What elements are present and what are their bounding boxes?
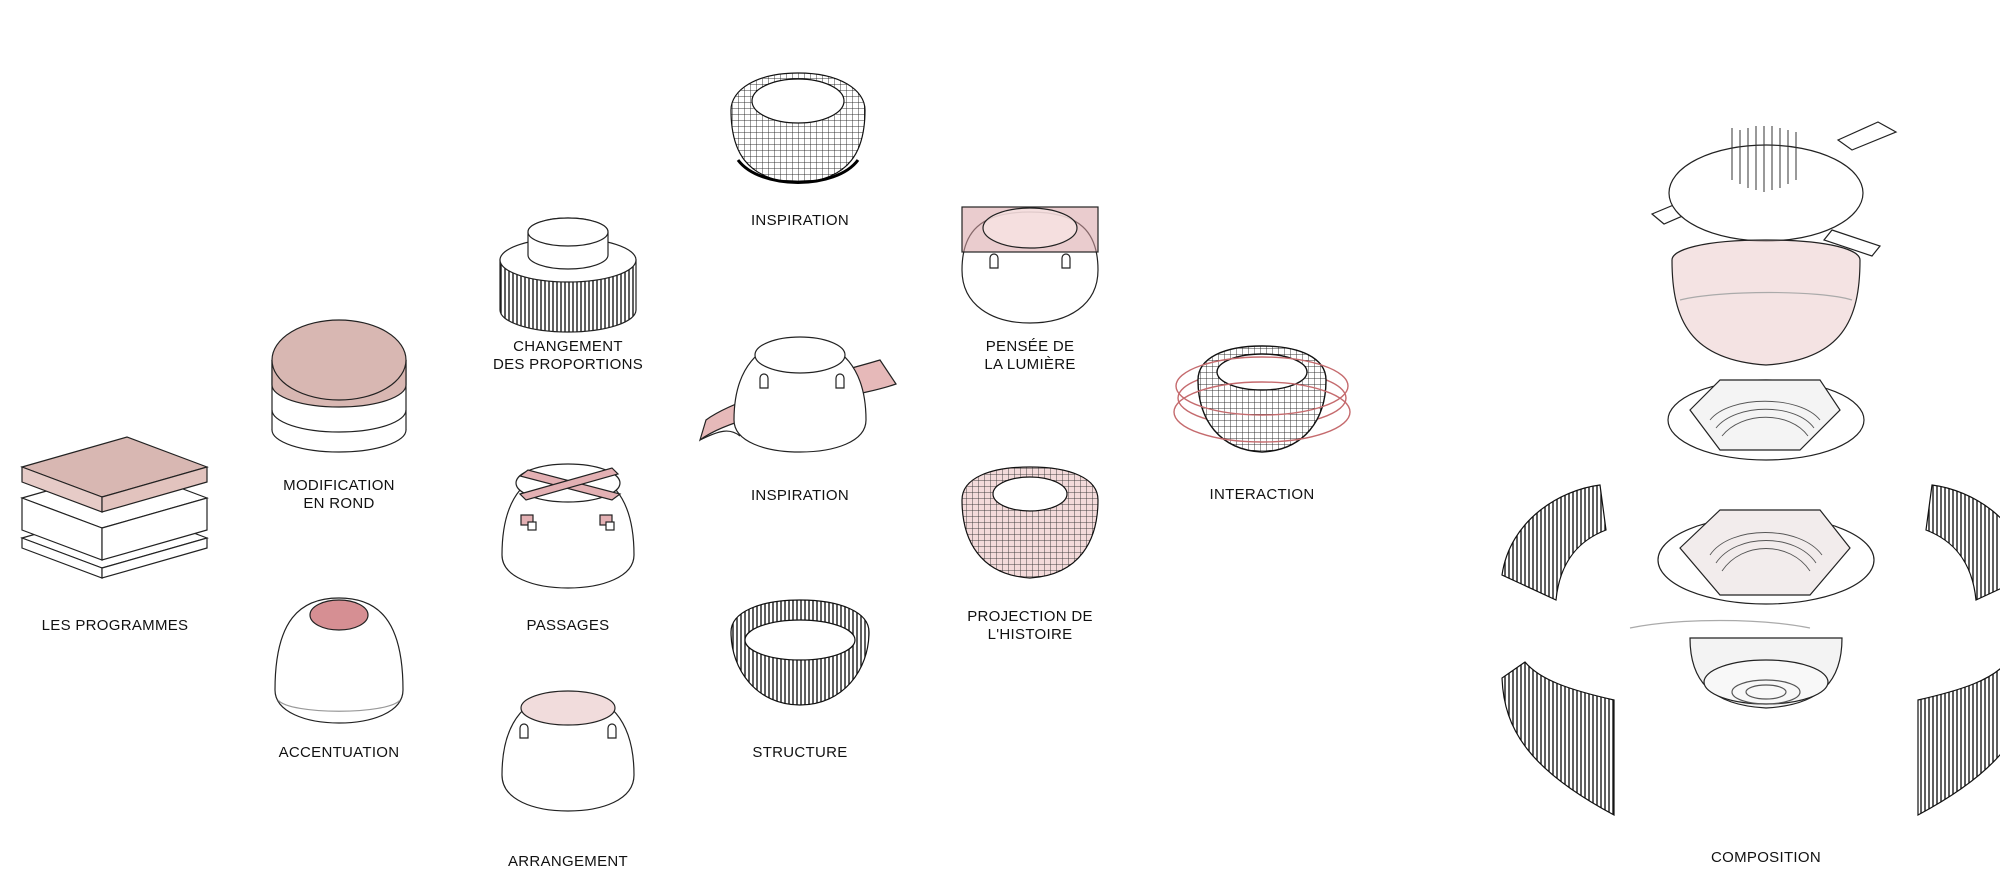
label-inspiration-mid: INSPIRATION <box>680 487 920 505</box>
label-accentuation-text: ACCENTUATION <box>278 744 400 761</box>
inspiration-grid-dome-figure <box>730 72 866 184</box>
inspiration-ribbon-dome-figure <box>698 336 897 453</box>
label-modification-line2: EN ROND <box>303 495 375 512</box>
label-inspiration-top-text: INSPIRATION <box>750 212 850 229</box>
modification-cylinder-figure <box>271 319 407 453</box>
composition-exploded-figure <box>1501 121 2000 817</box>
label-projection-line1: PROJECTION DE <box>967 608 1093 625</box>
label-composition: COMPOSITION <box>1646 849 1886 867</box>
label-structure-text: STRUCTURE <box>752 744 848 761</box>
label-passages: PASSAGES <box>448 617 688 635</box>
label-modification: MODIFICATION EN ROND <box>219 477 459 513</box>
label-changement-line1: CHANGEMENT <box>513 338 623 355</box>
label-modification-line1: MODIFICATION <box>283 477 395 494</box>
label-pensee-line1: PENSÉE DE <box>985 338 1075 355</box>
label-inspiration-top: INSPIRATION <box>680 212 920 230</box>
label-arrangement-text: ARRANGEMENT <box>508 853 628 870</box>
interaction-ring-figure <box>1173 345 1351 453</box>
programmes-stack-figure <box>20 436 209 579</box>
projection-grid-dome-figure <box>961 466 1099 579</box>
label-accentuation: ACCENTUATION <box>219 744 459 762</box>
label-passages-text: PASSAGES <box>526 617 610 634</box>
label-interaction: INTERACTION <box>1142 486 1382 504</box>
label-changement-line2: DES PROPORTIONS <box>492 356 644 373</box>
structure-ring-figure <box>730 599 870 706</box>
label-pensee: PENSÉE DE LA LUMIÈRE <box>910 338 1150 374</box>
label-projection-line2: L'HISTOIRE <box>987 626 1073 643</box>
label-pensee-line2: LA LUMIÈRE <box>984 356 1076 373</box>
pensee-lumiere-figure <box>961 206 1099 324</box>
label-interaction-text: INTERACTION <box>1209 486 1315 503</box>
label-les-programmes: LES PROGRAMMES <box>0 617 235 635</box>
label-les-programmes-text: LES PROGRAMMES <box>41 617 189 634</box>
arrangement-dome-figure <box>501 690 635 812</box>
changement-drum-figure <box>499 217 637 333</box>
accentuation-dome-figure <box>274 597 404 724</box>
label-composition-text: COMPOSITION <box>1711 849 1821 866</box>
label-arrangement: ARRANGEMENT <box>448 853 688 871</box>
label-changement: CHANGEMENT DES PROPORTIONS <box>448 338 688 374</box>
passages-dome-figure <box>501 463 635 589</box>
label-structure: STRUCTURE <box>680 744 920 762</box>
label-projection: PROJECTION DE L'HISTOIRE <box>910 608 1150 644</box>
label-inspiration-mid-text: INSPIRATION <box>750 487 850 504</box>
